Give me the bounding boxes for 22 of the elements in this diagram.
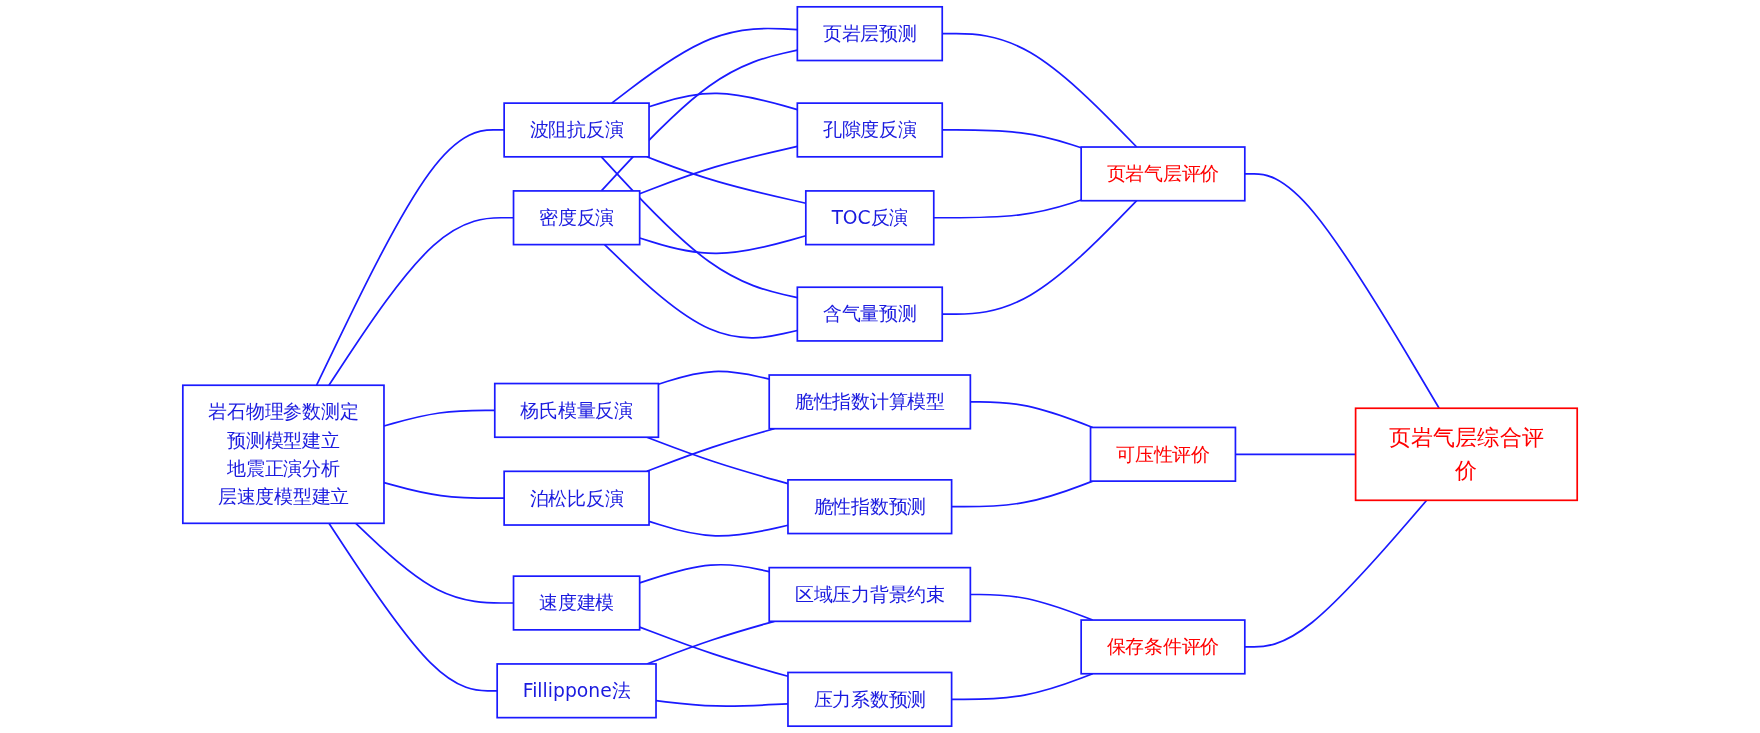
node-box: 杨氏模量反演 (493, 382, 660, 439)
node-box: 保存条件评价 (1080, 619, 1246, 675)
node-box: 页岩层预测 (796, 5, 944, 62)
node-box: 可压性评价 (1089, 426, 1237, 482)
connector (328, 522, 498, 692)
connector (383, 481, 505, 500)
node-box: 页岩气层评价 (1080, 146, 1246, 202)
node-box: 速度建模 (512, 575, 641, 631)
node-box: Fillippone法 (496, 663, 657, 719)
node-box: 压力系数预测 (787, 671, 953, 727)
node-box: 页岩气层综合评价 (1354, 407, 1579, 502)
node-box: 波阻抗反演 (503, 102, 650, 158)
node-box: 区域压力背景约束 (768, 566, 972, 623)
node-box: TOC反演 (804, 190, 935, 246)
node-box: 脆性指数预测 (787, 479, 953, 535)
node-box: 密度反演 (512, 190, 641, 246)
node-box: 岩石物理参数测定 预测模型建立 地震正演分析 层速度模型建立 (181, 384, 385, 525)
node-box: 含气量预测 (796, 286, 944, 342)
node-box: 脆性指数计算模型 (768, 374, 972, 430)
node-box: 泊松比反演 (503, 470, 650, 526)
node-box: 孔隙度反演 (796, 102, 944, 158)
connector (315, 129, 505, 387)
